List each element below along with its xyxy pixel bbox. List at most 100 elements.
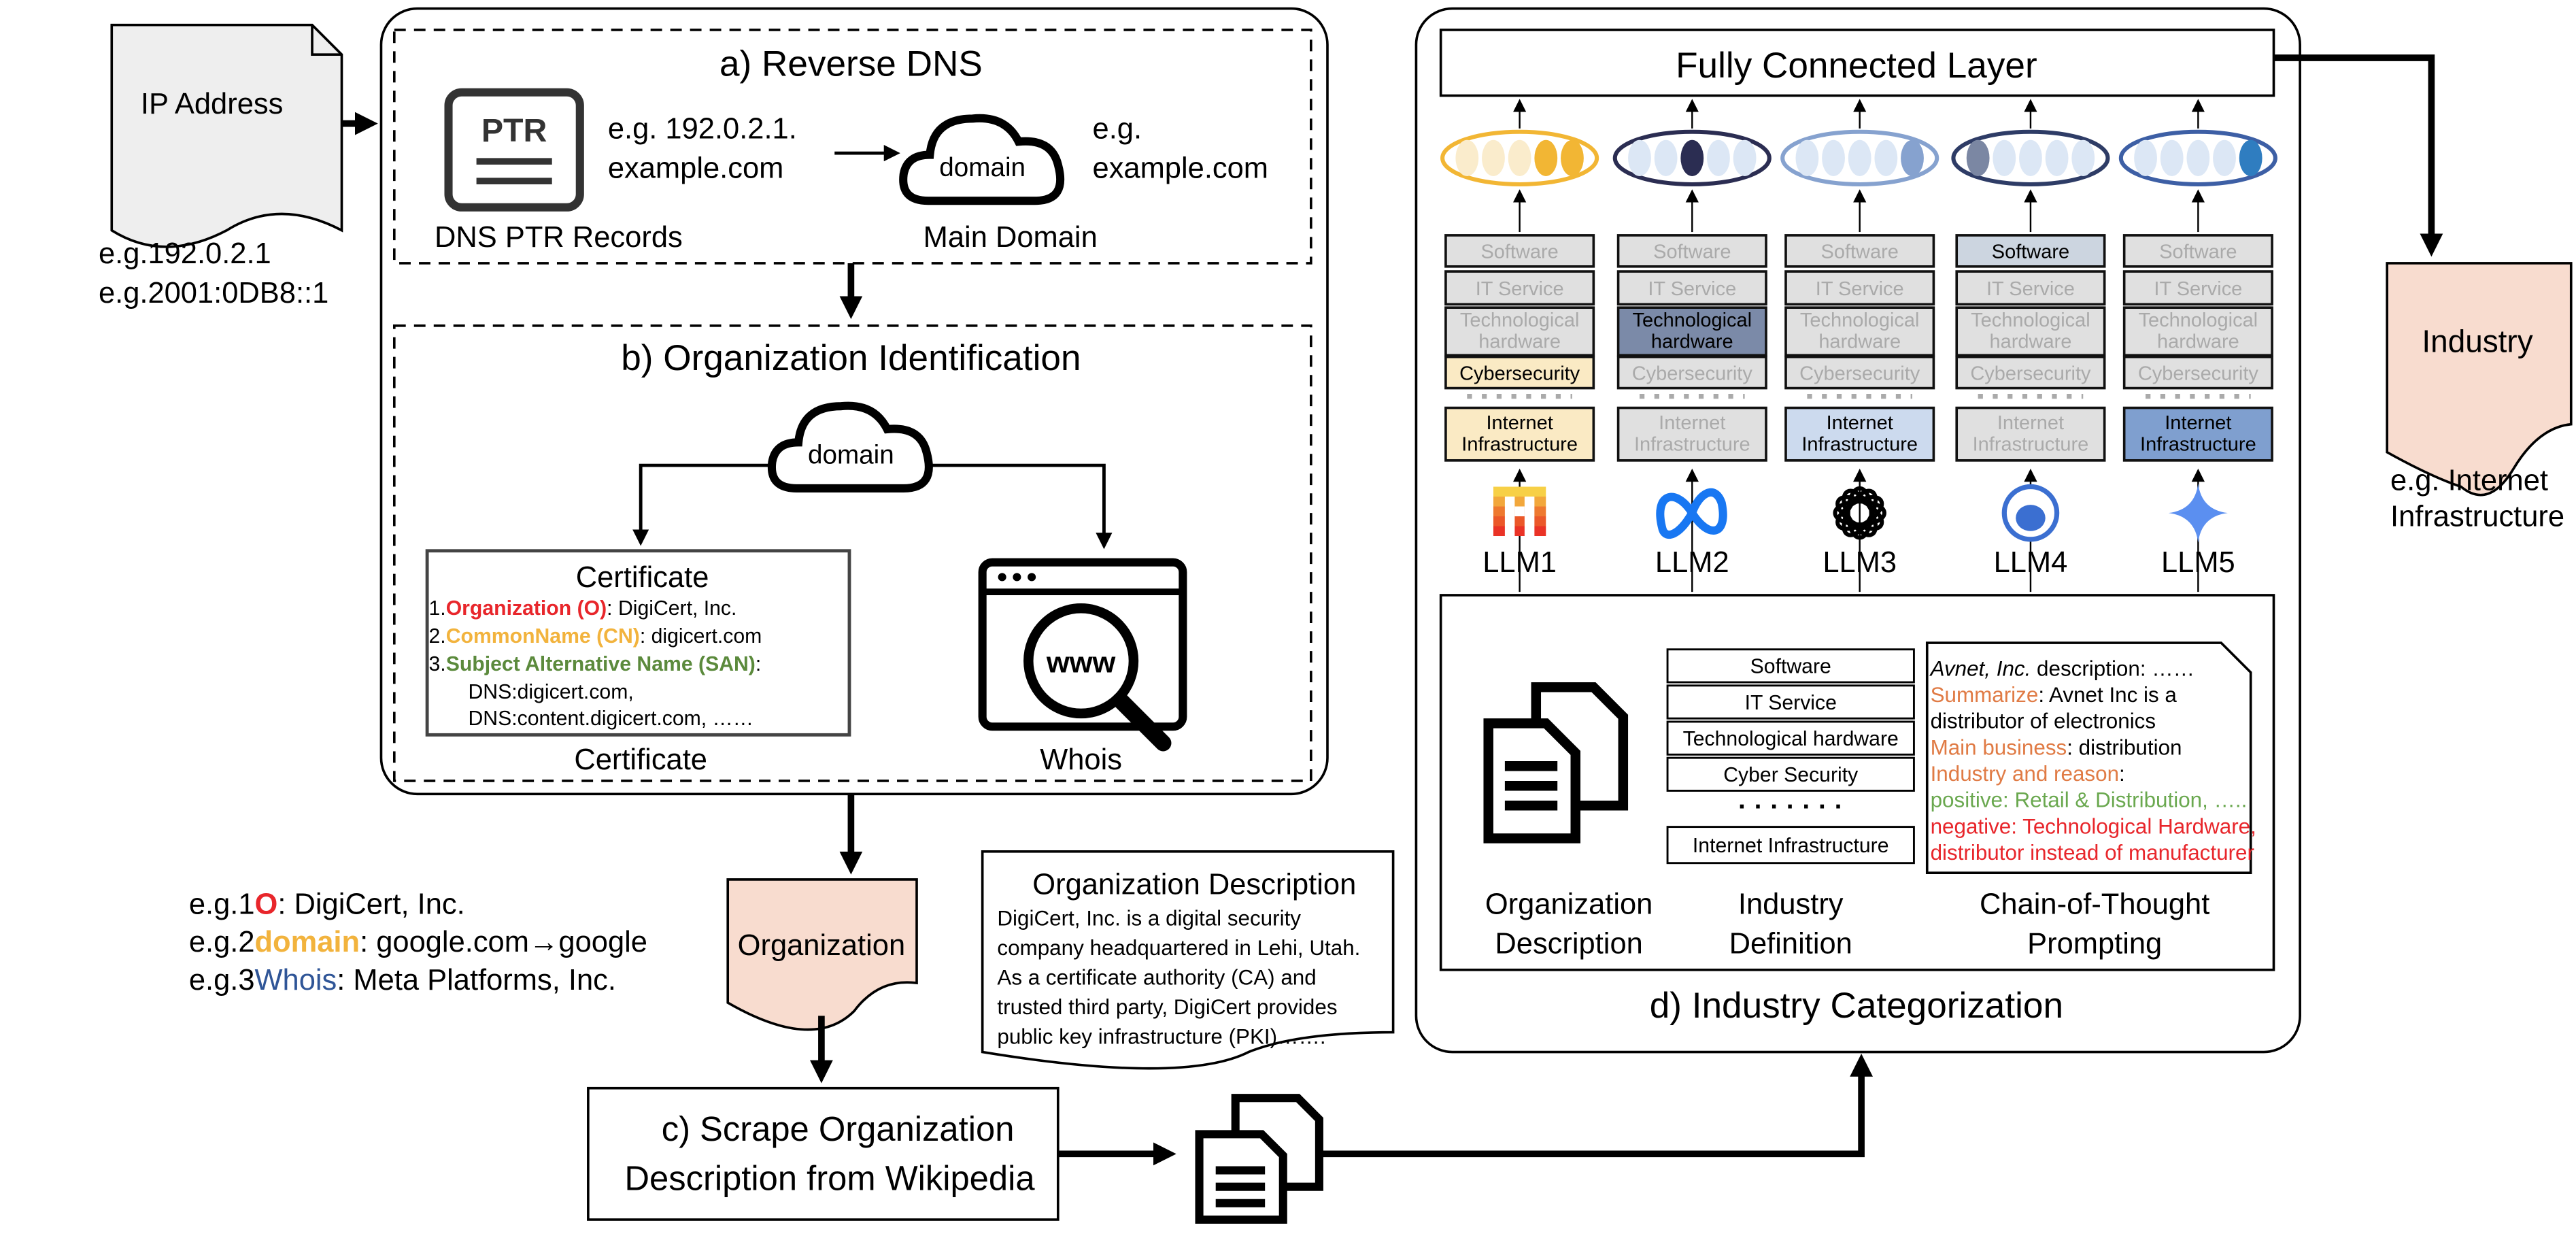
category-label: Software bbox=[1480, 241, 1558, 263]
industry-example: Infrastructure bbox=[2390, 501, 2564, 533]
ptr-example: e.g. 192.0.2.1. bbox=[608, 112, 797, 145]
definition-label: IT Service bbox=[1745, 692, 1837, 714]
embedding-dot bbox=[1795, 139, 1819, 176]
documents-icon bbox=[1483, 682, 1629, 843]
ellipsis-dots: · · · · · · · bbox=[1738, 792, 1843, 822]
arrow bbox=[632, 463, 773, 546]
category-label: Cybersecurity bbox=[2138, 363, 2259, 384]
reverse-dns-title: a) Reverse DNS bbox=[719, 44, 983, 84]
embedding-dot bbox=[2071, 139, 2095, 176]
category-label: Infrastructure bbox=[1973, 433, 2089, 455]
san-entry: DNS:digicert.com, bbox=[469, 681, 634, 703]
category-label: hardware bbox=[1478, 331, 1561, 352]
category-cell bbox=[1784, 406, 1935, 462]
cot-line: positive: Retail & Distribution, ….. bbox=[1931, 788, 2248, 812]
category-label: hardware bbox=[1651, 331, 1733, 352]
cot-line: negative: Technological Hardware, bbox=[1931, 814, 2256, 838]
category-label: Internet bbox=[2165, 412, 2231, 434]
san-entry: DNS:content.digicert.com, …… bbox=[469, 707, 753, 730]
category-cell bbox=[2122, 406, 2273, 462]
industry-doc: Industry bbox=[2386, 262, 2573, 497]
whois-label: Whois bbox=[1040, 743, 1122, 776]
category-label: Infrastructure bbox=[2140, 433, 2256, 455]
category-label: IT Service bbox=[1648, 278, 1736, 300]
category-label: IT Service bbox=[1816, 278, 1904, 300]
category-label: Cybersecurity bbox=[1632, 363, 1753, 384]
arrow bbox=[930, 463, 1113, 550]
category-label: Internet bbox=[1827, 412, 1893, 434]
ip-address-doc: IP Address bbox=[110, 23, 343, 248]
category-cell bbox=[1444, 234, 1595, 268]
category-label: hardware bbox=[1990, 331, 2072, 352]
category-cell bbox=[1784, 234, 1935, 268]
organization-doc: Organization bbox=[726, 878, 918, 1031]
cot-line: Industry and reason: bbox=[1931, 762, 2125, 786]
ip-example: e.g.2001:0DB8::1 bbox=[99, 277, 328, 310]
embedding-dot bbox=[2213, 139, 2236, 176]
category-cell bbox=[1955, 406, 2106, 462]
embedding-dot bbox=[1733, 139, 1757, 176]
definition-label: Internet Infrastructure bbox=[1693, 835, 1889, 857]
category-cell bbox=[1616, 406, 1767, 462]
category-cell bbox=[1784, 270, 1935, 306]
scrape-label: Description from Wikipedia bbox=[624, 1158, 1035, 1197]
embedding-dot bbox=[2134, 139, 2157, 176]
embedding-dot bbox=[1628, 139, 1651, 176]
category-cell bbox=[1616, 234, 1767, 268]
llm-label: LLM2 bbox=[1655, 546, 1729, 579]
category-cell bbox=[1616, 355, 1767, 390]
embedding-bubble bbox=[2118, 129, 2277, 187]
domain-example: example.com bbox=[1093, 152, 1269, 184]
certificate-field: 2.CommonName (CN): digicert.com bbox=[429, 625, 762, 648]
svg-text:As a certificate authority (CA: As a certificate authority (CA) and bbox=[997, 966, 1316, 990]
ptr-record-icon: PTR bbox=[444, 88, 584, 212]
category-label: Software bbox=[1653, 241, 1731, 263]
definition-label: Software bbox=[1750, 656, 1831, 678]
definition-label: Cyber Security bbox=[1723, 764, 1859, 786]
svg-text:trusted third party, DigiCert: trusted third party, DigiCert provides bbox=[997, 995, 1337, 1019]
category-label: Technological bbox=[2139, 310, 2258, 331]
input-label: Definition bbox=[1729, 928, 1852, 960]
org-example: e.g.2domain: google.com→google bbox=[189, 926, 647, 958]
category-label: IT Service bbox=[1476, 278, 1564, 300]
org-description-title: Organization Description bbox=[1032, 869, 1356, 901]
category-cell bbox=[1955, 306, 2106, 357]
ip-address-label: IP Address bbox=[141, 88, 283, 120]
embedding-dot bbox=[1561, 139, 1584, 176]
embedding-dot bbox=[2239, 139, 2263, 176]
svg-text:domain: domain bbox=[939, 153, 1026, 182]
category-label: IT Service bbox=[1986, 278, 2075, 300]
category-label: hardware bbox=[2157, 331, 2239, 352]
fc-layer-label: Fully Connected Layer bbox=[1676, 46, 2037, 86]
embedding-dot bbox=[1822, 139, 1845, 176]
embedding-bubble bbox=[1780, 129, 1939, 187]
category-label: IT Service bbox=[2154, 278, 2242, 300]
fc-layer-box bbox=[1439, 29, 2275, 97]
category-label: Technological bbox=[1633, 310, 1752, 331]
certificate-field: 3.Subject Alternative Name (SAN): bbox=[429, 653, 762, 675]
embedding-dot bbox=[1707, 139, 1730, 176]
category-label: Internet bbox=[1487, 412, 1553, 434]
category-cell bbox=[1444, 355, 1595, 390]
org-example: e.g.3Whois: Meta Platforms, Inc. bbox=[189, 964, 616, 997]
category-stack: Software IT ServiceTechnologicalhardwareC… bbox=[2122, 234, 2273, 462]
embedding-bubble bbox=[1951, 129, 2110, 187]
embedding-dot bbox=[1993, 139, 2016, 176]
certificate-field: 1.Organization (O): DigiCert, Inc. bbox=[429, 597, 737, 620]
llm-label: LLM5 bbox=[2161, 546, 2235, 579]
input-label: Description bbox=[1495, 928, 1642, 960]
category-label: Software bbox=[2159, 241, 2237, 263]
svg-text:company headquartered in Lehi,: company headquartered in Lehi, Utah. bbox=[997, 936, 1360, 960]
embedding-dot bbox=[1508, 139, 1531, 176]
definition-item bbox=[1666, 720, 1915, 756]
embedding-dot bbox=[2045, 139, 2069, 176]
org-description-doc: Organization Description DigiCert, Inc. … bbox=[981, 850, 1395, 1070]
category-label: Technological bbox=[1800, 310, 1920, 331]
category-cell bbox=[1444, 406, 1595, 462]
